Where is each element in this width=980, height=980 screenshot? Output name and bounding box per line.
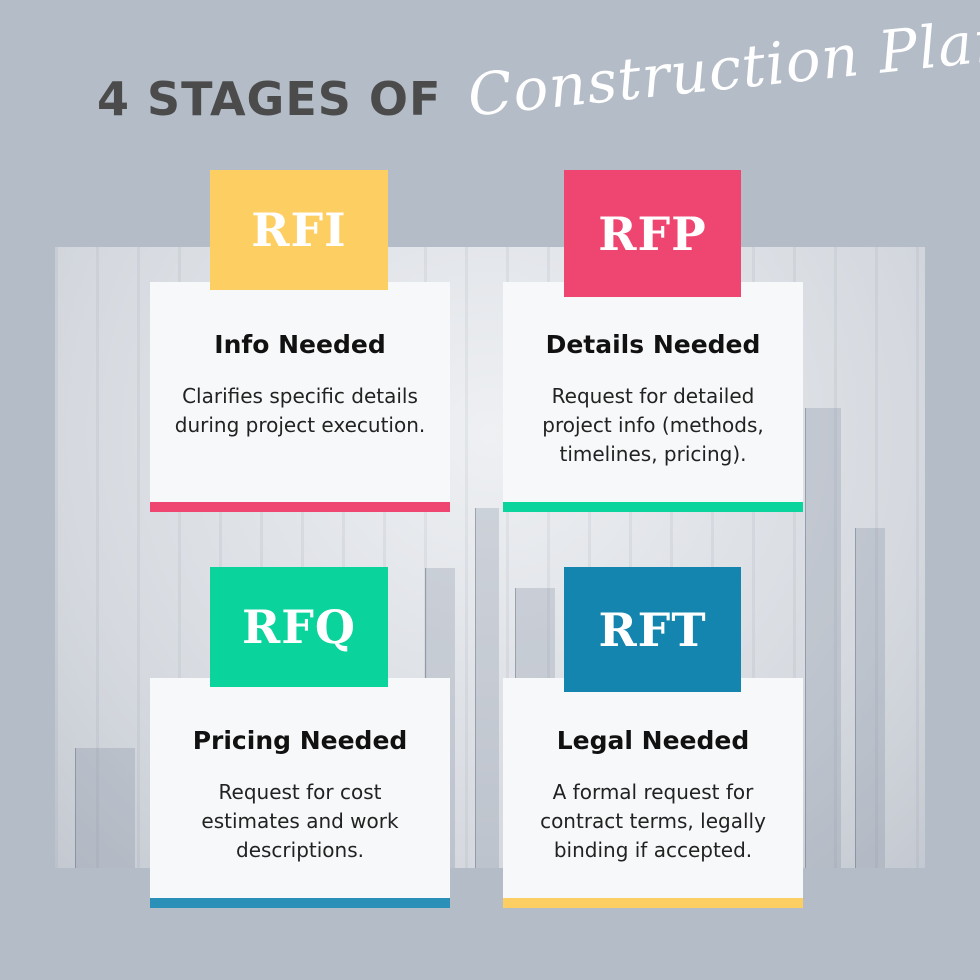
script-title: Construction Planning — [464, 0, 980, 130]
accent-bar — [150, 898, 450, 908]
stage-heading: Pricing Needed — [192, 726, 408, 755]
accent-bar — [503, 502, 803, 512]
sketch-building — [855, 528, 885, 868]
stage-description: Request for cost estimates and work desc… — [201, 780, 399, 862]
stage-card-rfp: Details Needed Request for detailed proj… — [503, 282, 803, 512]
stage-description: Clarifies specific details during projec… — [174, 384, 426, 437]
sketch-building — [475, 508, 499, 868]
stage-badge-rft: RFT — [564, 567, 741, 692]
stage-heading: Legal Needed — [556, 726, 750, 755]
stage-heading: Details Needed — [545, 330, 761, 359]
accent-bar — [150, 502, 450, 512]
stage-badge-rfp: RFP — [564, 170, 741, 297]
stage-badge-rfq: RFQ — [210, 567, 388, 687]
stage-description: Request for detailed project info (metho… — [542, 384, 764, 466]
stage-description: A formal request for contract terms, leg… — [540, 780, 766, 862]
stage-card-rfi: Info Needed Clarifies specific details d… — [150, 282, 450, 512]
sketch-building — [75, 748, 135, 868]
title: 4 STAGES OF — [97, 72, 442, 126]
sketch-building — [805, 408, 841, 868]
accent-bar — [503, 898, 803, 908]
stage-card-rfq: Pricing Needed Request for cost estimate… — [150, 678, 450, 908]
stage-badge-rfi: RFI — [210, 170, 388, 290]
stage-card-rft: Legal Needed A formal request for contra… — [503, 678, 803, 908]
stage-heading: Info Needed — [214, 330, 386, 359]
